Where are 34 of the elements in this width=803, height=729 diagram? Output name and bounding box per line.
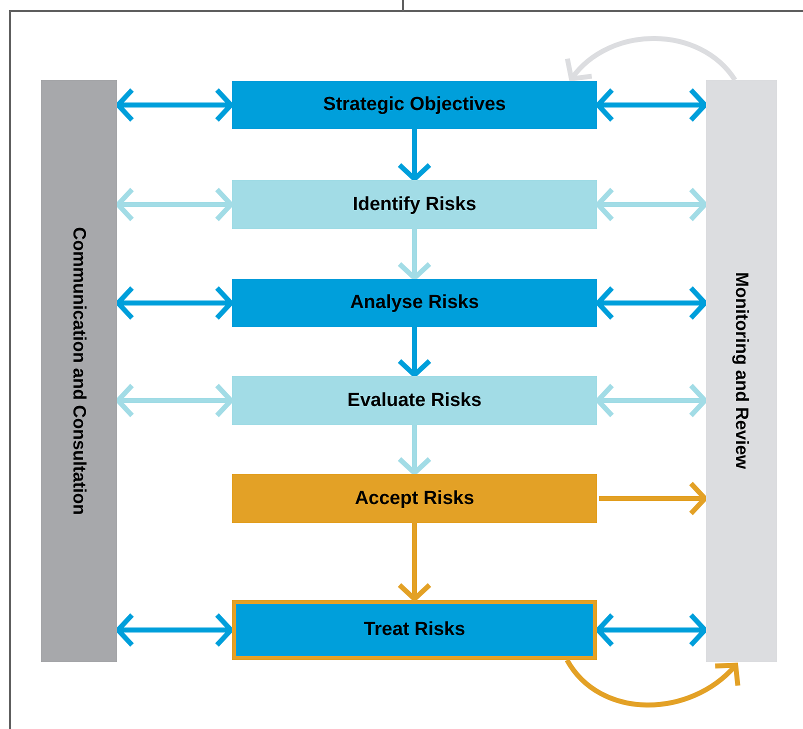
process-box [232, 81, 597, 129]
arrow [596, 612, 708, 648]
arrow [596, 187, 708, 222]
box-label: Accept Risks [354, 488, 474, 510]
process-box [232, 600, 597, 660]
arrow [596, 383, 708, 418]
arrow [116, 286, 234, 320]
arrow [596, 88, 708, 122]
arrow [564, 658, 739, 708]
arrow [397, 129, 432, 182]
arrow [116, 383, 234, 418]
process-box [232, 180, 597, 229]
side-bar [41, 80, 117, 662]
process-box [232, 474, 597, 523]
side-bar [706, 80, 777, 662]
arrow [116, 88, 234, 122]
arrow [596, 286, 708, 320]
arrow [397, 229, 432, 280]
box-label: Treat Risks [364, 619, 466, 641]
arrow [566, 36, 737, 82]
process-box [232, 376, 597, 425]
box-label: Analyse Risks [350, 292, 479, 314]
box-label: Identify Risks [352, 194, 476, 216]
box-label: Communication and Consultation [68, 227, 90, 515]
arrow [116, 187, 234, 222]
box-label: Monitoring and Review [731, 272, 752, 470]
box-label: Strategic Objectives [323, 94, 506, 116]
arrow [397, 327, 432, 378]
process-box [232, 279, 597, 327]
arrow [116, 612, 234, 648]
arrow [599, 481, 708, 516]
arrow [397, 425, 432, 476]
box-label: Evaluate Risks [347, 390, 482, 412]
arrow [397, 523, 432, 602]
